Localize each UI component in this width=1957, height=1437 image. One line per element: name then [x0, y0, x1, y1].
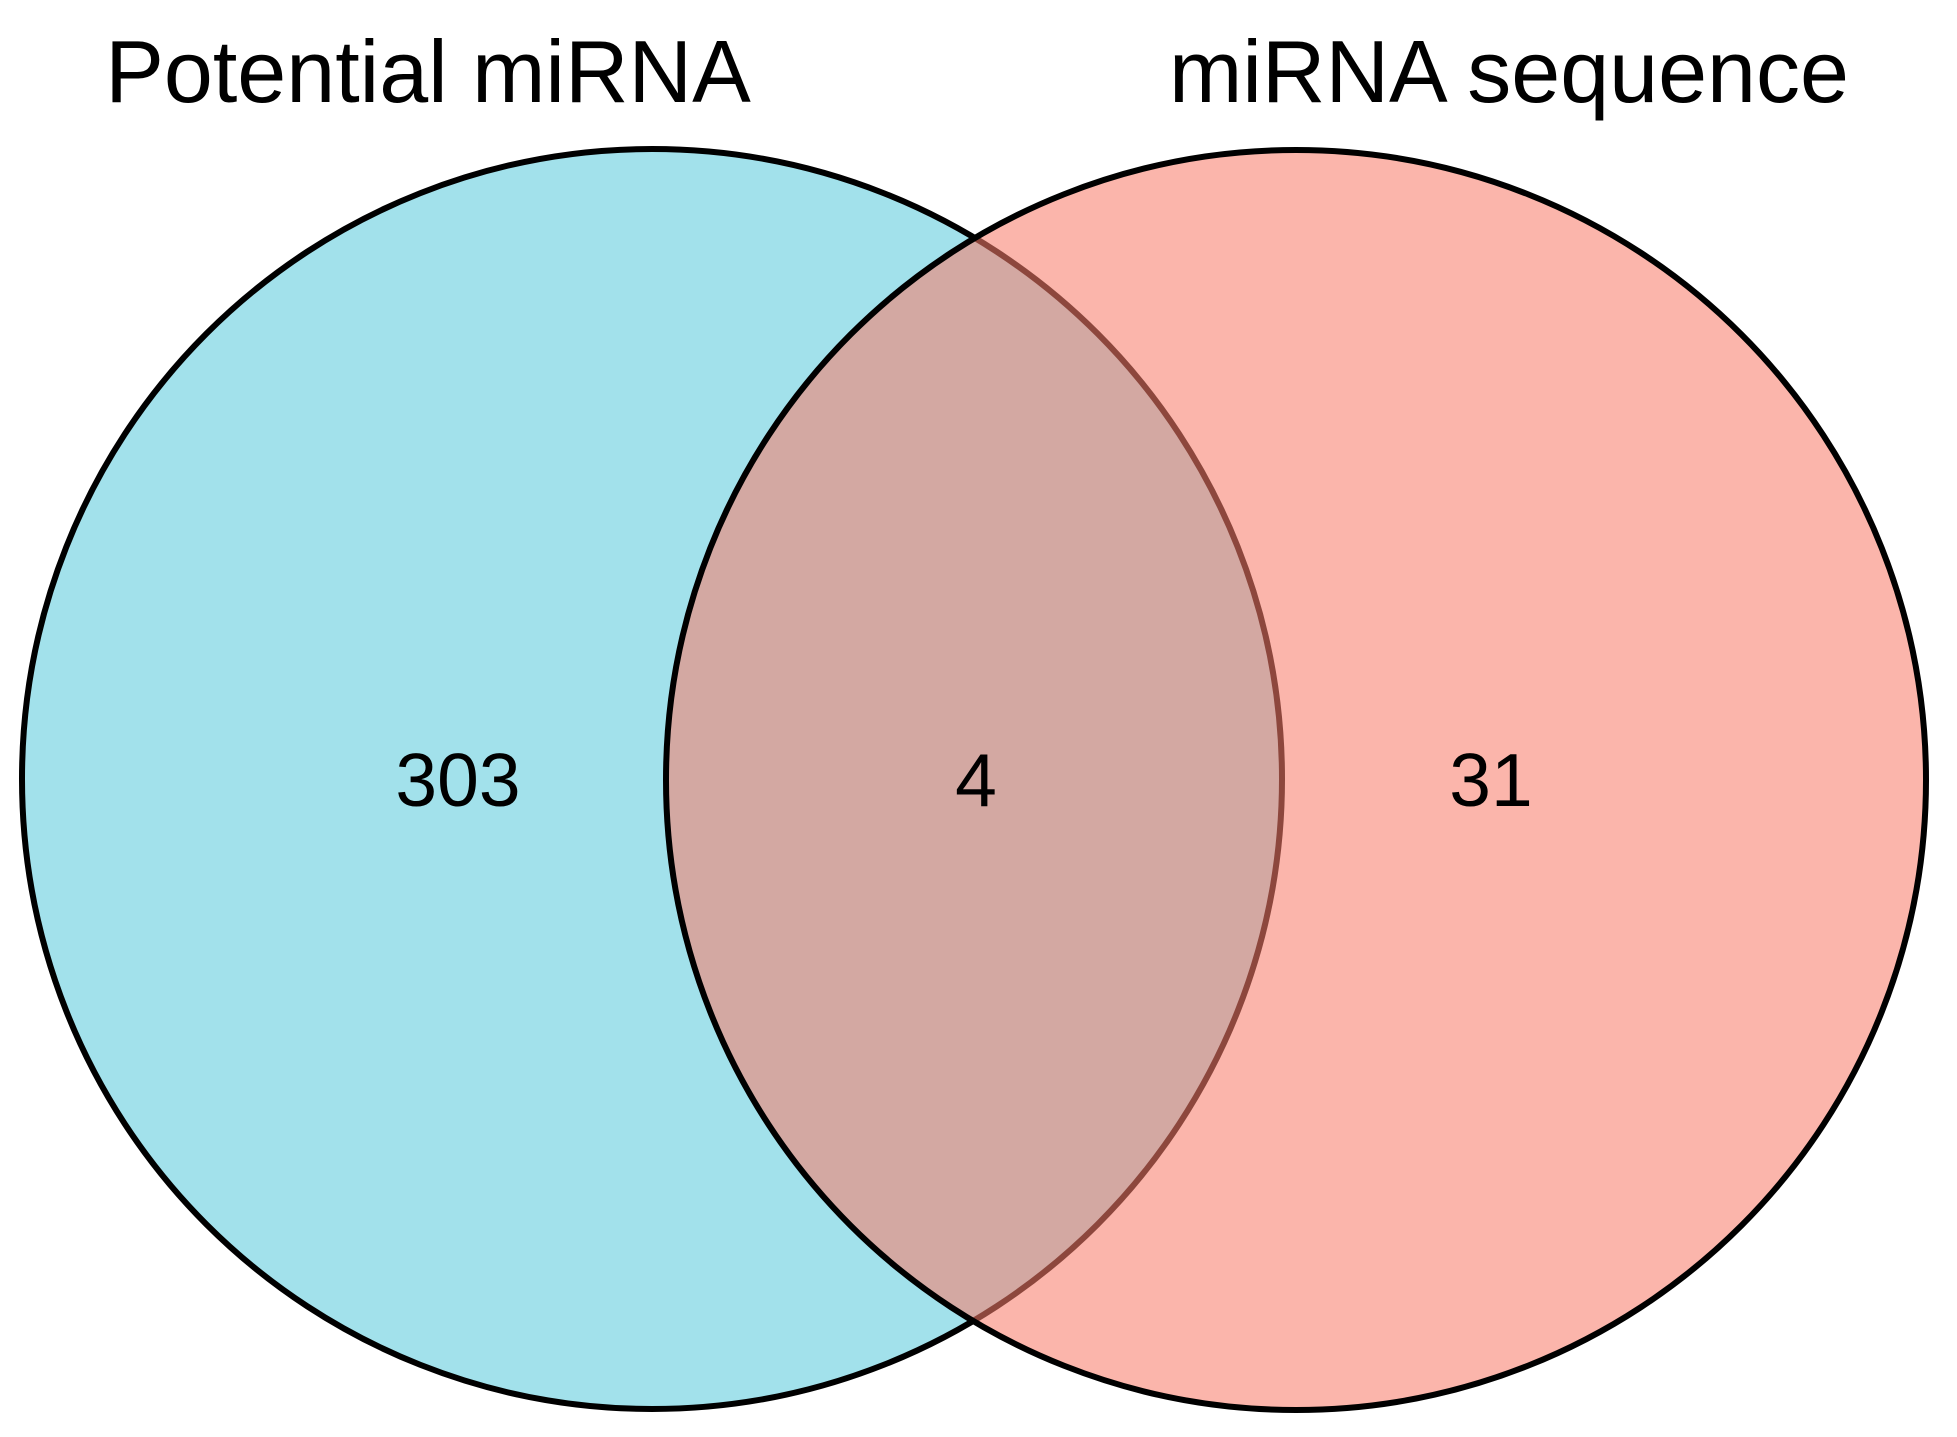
- left-set-label: Potential miRNA: [105, 22, 751, 121]
- right-set-label: miRNA sequence: [1169, 22, 1849, 121]
- intersection-count: 4: [955, 738, 997, 822]
- right-set-circle: [663, 147, 1929, 1413]
- left-only-count: 303: [395, 738, 520, 822]
- right-only-count: 31: [1449, 738, 1532, 822]
